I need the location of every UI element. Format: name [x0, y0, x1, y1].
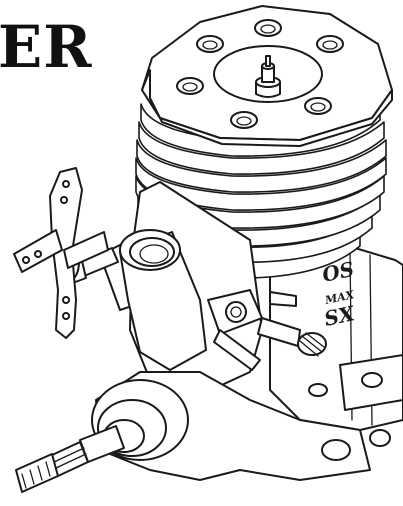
carburetor — [119, 229, 327, 371]
rear-housing — [15, 371, 391, 493]
model-line-1: MAX — [323, 288, 356, 307]
brand-label: OS MAX SX — [320, 257, 358, 331]
page-heading: ER — [0, 13, 93, 81]
crankcase-body — [269, 244, 403, 431]
cylinder-head — [141, 5, 393, 147]
prop-hub — [13, 167, 109, 339]
